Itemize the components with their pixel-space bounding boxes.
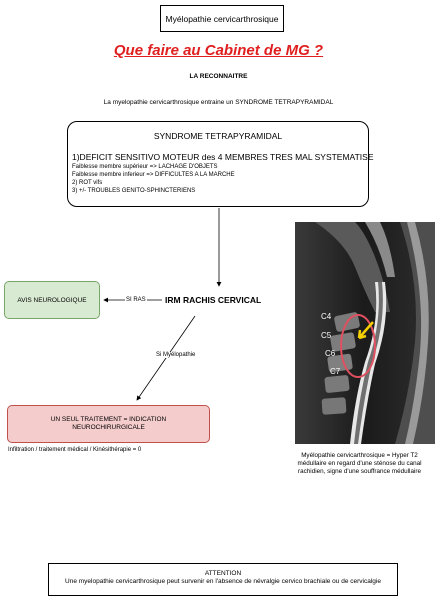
si-myelopathie-label: Si Myélopathie xyxy=(155,352,197,358)
label-c5: C5 xyxy=(321,331,332,340)
title-box: Myélopathie cervicarthrosique xyxy=(160,5,284,32)
traitement-box: UN SEUL TRAITEMENT = INDICATION NEUROCHI… xyxy=(7,405,210,443)
syndrome-title: SYNDROME TETRAPYRAMIDAL xyxy=(153,131,283,141)
attention-box: ATTENTION Une myelopathie cervicarthrosi… xyxy=(48,563,398,596)
label-c4: C4 xyxy=(321,312,332,321)
caption-line-3: rachidien, signe d'une souffrance médull… xyxy=(298,468,421,475)
syndrome-line-5: 3) +/- TROUBLES GENITO-SPHINCTERIENS xyxy=(72,188,196,194)
document-title: Myélopathie cervicarthrosique xyxy=(165,13,279,24)
syndrome-line-4: 2) ROT vifs xyxy=(72,180,103,186)
attention-text: Une myelopathie cervicarthrosique peut s… xyxy=(65,578,381,585)
intro-text: La myelopathie cervicarthrosique entrain… xyxy=(103,99,334,106)
caption-line-1: Myélopathie cervicarthrosique = Hyper T2 xyxy=(301,452,418,459)
section-heading: LA RECONNAITRE xyxy=(189,73,248,80)
avis-label: AVIS NEUROLOGIQUE xyxy=(17,296,87,304)
traitement-line-2: NEUROCHIRURGICALE xyxy=(72,424,145,431)
main-heading: Que faire au Cabinet de MG ? xyxy=(113,42,324,59)
mri-image: C4 C5 C6 C7 xyxy=(295,222,435,444)
si-ras-label: SI RAS xyxy=(125,297,147,303)
label-c6: C6 xyxy=(325,349,336,358)
irm-label: IRM RACHIS CERVICAL xyxy=(165,295,262,305)
infiltration-note: Infiltration / traitement médical / Kiné… xyxy=(8,447,142,453)
syndrome-line-1: 1)DEFICIT SENSITIVO MOTEUR des 4 MEMBRES… xyxy=(72,152,374,162)
label-c7: C7 xyxy=(330,367,341,376)
mri-illustration: C4 C5 C6 C7 xyxy=(295,222,435,444)
syndrome-line-2: Faiblesse membre supérieur => LACHAGE D'… xyxy=(72,164,218,170)
lesion-circle xyxy=(340,314,376,378)
caption-line-2: médullaire en regard d'une sténose du ca… xyxy=(297,460,422,467)
attention-title: ATTENTION xyxy=(204,570,242,577)
avis-neurologique-box: AVIS NEUROLOGIQUE xyxy=(4,281,100,319)
yellow-arrow-icon xyxy=(357,321,374,340)
traitement-line-1: UN SEUL TRAITEMENT = INDICATION xyxy=(50,416,167,423)
syndrome-line-3: Faiblesse membre inferieur => DIFFICULTE… xyxy=(72,172,235,178)
mri-caption: Myélopathie cervicarthrosique = Hyper T2… xyxy=(282,452,437,476)
syndrome-box: SYNDROME TETRAPYRAMIDAL 1)DEFICIT SENSIT… xyxy=(67,121,374,207)
arrow-to-traitement xyxy=(136,315,196,401)
